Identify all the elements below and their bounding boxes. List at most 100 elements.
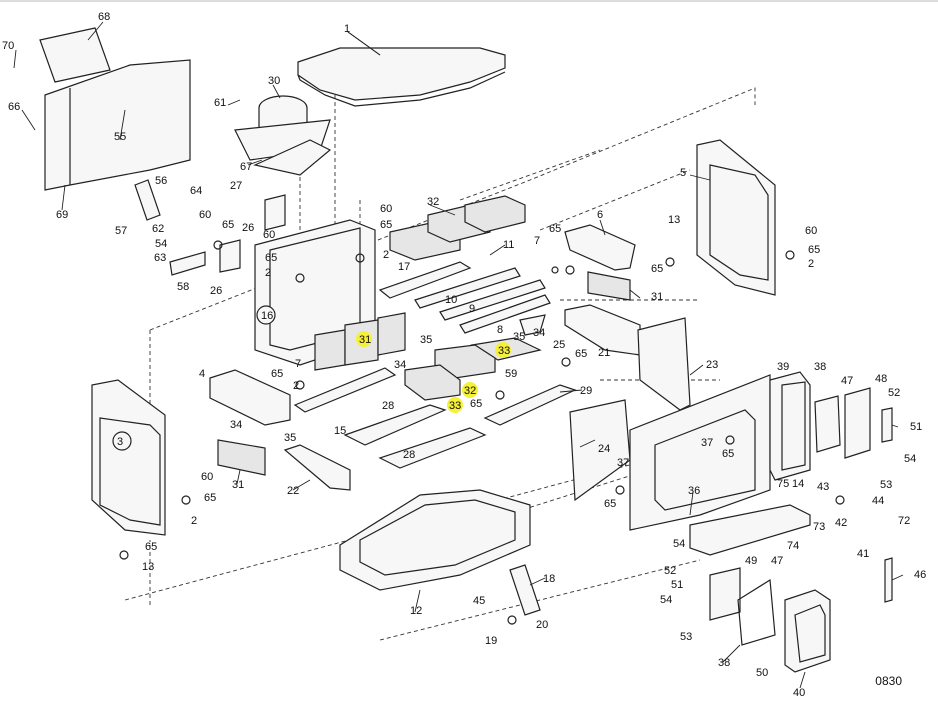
callout-28a: 28: [382, 400, 394, 412]
callout-65k: 65: [145, 541, 157, 553]
callout-16: 16: [261, 310, 273, 322]
callout-12: 12: [410, 605, 422, 617]
part-51-clip: [881, 407, 893, 443]
callout-58: 58: [177, 281, 189, 293]
callout-53b: 53: [680, 631, 692, 643]
callout-60e: 60: [201, 471, 213, 483]
part-26-bracket: [264, 194, 286, 231]
callout-2c: 2: [808, 258, 814, 270]
part-31-brick-right: [587, 271, 631, 301]
callout-34c: 34: [230, 419, 242, 431]
callout-47a: 47: [841, 375, 853, 387]
callout-21: 21: [598, 347, 610, 359]
callout-2a: 2: [265, 267, 271, 279]
callout-74: 74: [787, 540, 799, 552]
part-28-grates: [343, 404, 487, 469]
callout-65b: 65: [265, 252, 277, 264]
callout-23: 23: [706, 359, 718, 371]
callout-54b: 54: [673, 538, 685, 550]
part-46-handle-rod: [884, 557, 893, 603]
callout-70: 70: [2, 40, 14, 52]
part-31-bricks-left: [314, 312, 406, 371]
part-68-69-heat-shield: [39, 27, 191, 191]
callout-68: 68: [98, 11, 110, 23]
callout-60d: 60: [805, 225, 817, 237]
callout-34b: 34: [394, 359, 406, 371]
callout-52b: 52: [664, 565, 676, 577]
callout-64: 64: [190, 185, 202, 197]
callout-labels: 1 68 70 66 55 69 30 61 67 56 64 27 57 62…: [2, 11, 926, 699]
callout-26b: 26: [210, 285, 222, 297]
part-32-bricks-top: [389, 195, 526, 261]
callout-18: 18: [543, 573, 555, 585]
callout-61: 61: [214, 97, 226, 109]
callout-30: 30: [268, 75, 280, 87]
callout-37a: 37: [701, 437, 713, 449]
callout-53a: 53: [880, 479, 892, 491]
part-29-lip: [483, 384, 577, 426]
callout-54c: 54: [660, 594, 672, 606]
part-33-32-floor-bricks: [404, 337, 542, 401]
callout-51b: 51: [671, 579, 683, 591]
callout-66: 66: [8, 101, 20, 113]
callout-38a: 38: [814, 361, 826, 373]
callout-46: 46: [914, 569, 926, 581]
callout-35b: 35: [420, 334, 432, 346]
callout-60b: 60: [263, 229, 275, 241]
callout-52a: 52: [888, 387, 900, 399]
part-4-rail: [209, 369, 291, 426]
callout-4: 4: [199, 368, 205, 380]
callout-65j: 65: [204, 492, 216, 504]
part-48-glass-frame: [844, 387, 871, 459]
callout-65m: 65: [604, 498, 616, 510]
callout-35c: 35: [284, 432, 296, 444]
part-23-front-frame: [637, 317, 691, 411]
callout-51a: 51: [910, 421, 922, 433]
highlight-markers: [356, 331, 511, 413]
callout-5: 5: [680, 167, 686, 179]
callout-73: 73: [813, 521, 825, 533]
callout-25: 25: [553, 339, 565, 351]
callout-65a: 65: [222, 219, 234, 231]
callout-14: 14: [792, 478, 804, 490]
part-3-left-side-panel: [91, 379, 166, 536]
callout-15: 15: [334, 425, 346, 437]
callout-28b: 28: [403, 449, 415, 461]
part-47-glass: [814, 395, 841, 453]
part-22-ash-lip: [283, 444, 351, 491]
callout-42: 42: [835, 517, 847, 529]
callout-59: 59: [505, 368, 517, 380]
callout-63: 63: [154, 252, 166, 264]
part-1-top-plate: [297, 47, 506, 107]
callout-33b: 33: [449, 400, 461, 412]
callout-65d: 65: [549, 223, 561, 235]
callout-29: 29: [580, 385, 592, 397]
callout-65l: 65: [722, 448, 734, 460]
callout-39: 39: [777, 361, 789, 373]
part-67-baffle: [253, 139, 332, 176]
callout-41: 41: [857, 548, 869, 560]
callout-24: 24: [598, 443, 610, 455]
callout-13b: 13: [142, 561, 154, 573]
callout-19: 19: [485, 635, 497, 647]
callout-11: 11: [503, 239, 514, 251]
callout-65e: 65: [651, 263, 663, 275]
callout-1: 1: [344, 23, 350, 35]
callout-3: 3: [117, 436, 123, 448]
callout-40: 40: [793, 687, 805, 699]
callout-44: 44: [872, 495, 884, 507]
leader-lines: [13, 21, 904, 689]
callout-48: 48: [875, 373, 887, 385]
callout-2d: 2: [293, 380, 299, 392]
fasteners: [119, 240, 845, 625]
callout-62: 62: [152, 223, 164, 235]
part-26-bracket-lower: [219, 239, 241, 273]
callout-35a: 35: [513, 331, 525, 343]
part-58-plate: [169, 251, 206, 276]
callout-31b: 31: [359, 334, 371, 346]
part-15-bar: [293, 367, 397, 413]
callout-10: 10: [445, 294, 457, 306]
callout-65c: 65: [380, 219, 392, 231]
callout-65f: 65: [808, 244, 820, 256]
